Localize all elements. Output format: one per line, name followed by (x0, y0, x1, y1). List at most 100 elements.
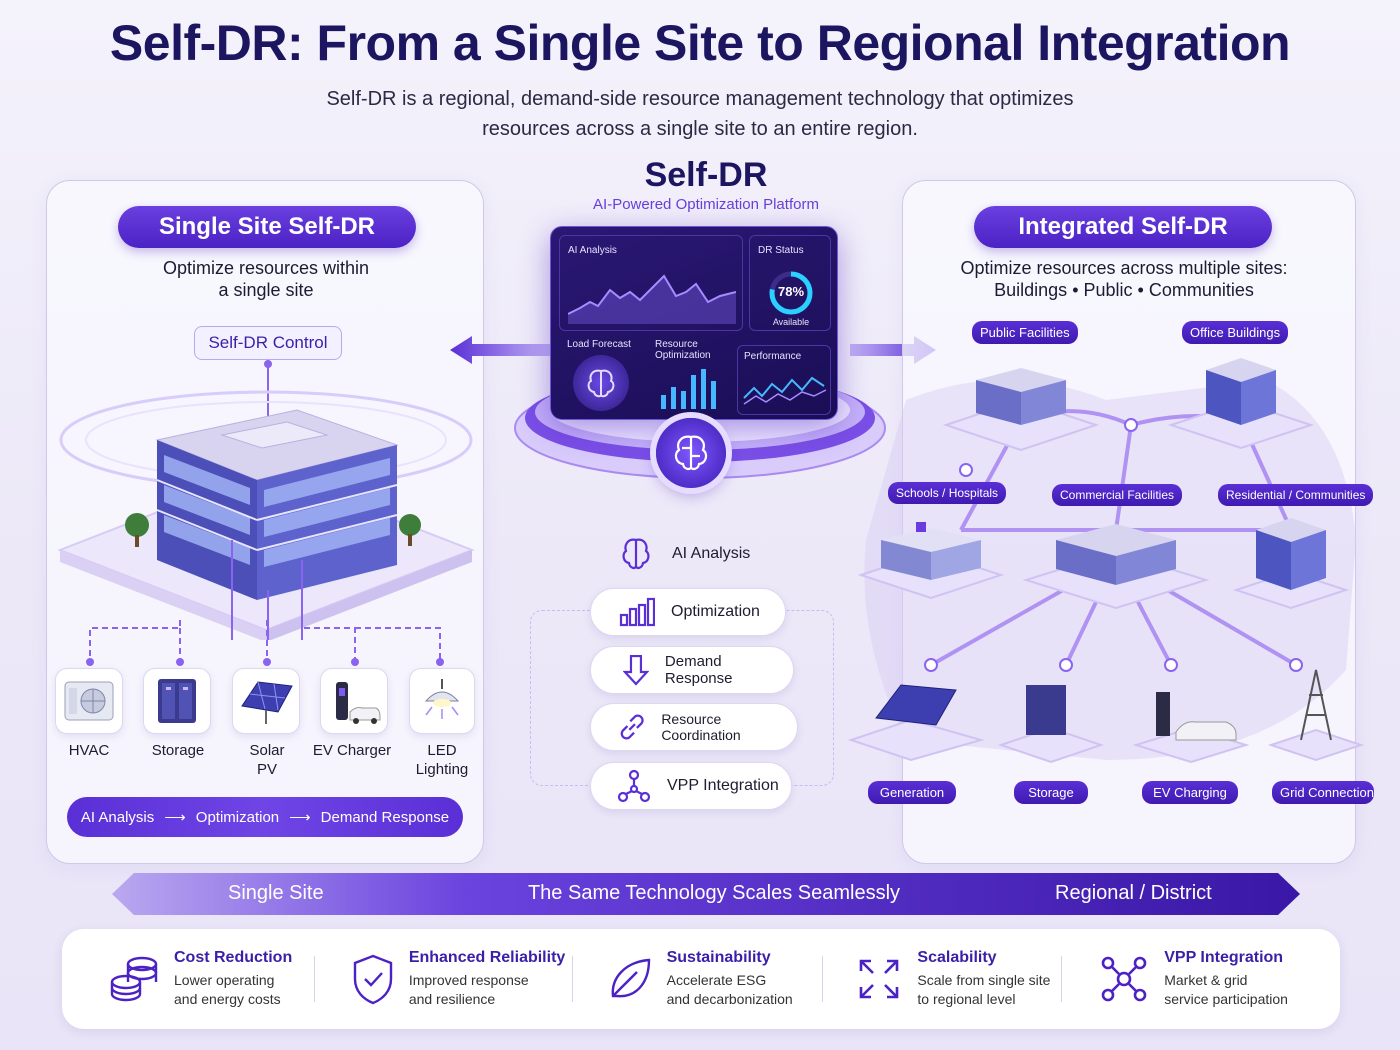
site-tag-schools-hospitals[interactable]: Schools / Hospitals (888, 482, 1007, 504)
brain-icon (656, 418, 726, 488)
load-forecast-panel: Load Forecast (559, 335, 643, 415)
benefit-scalability: Scalability Scale from single site to re… (823, 949, 1061, 1009)
benefit-divider (571, 956, 573, 1002)
single-site-description: Optimize resources within a single site (96, 257, 436, 301)
benefit-title-enhanced-reliability: Enhanced Reliability (408, 949, 566, 966)
benefit-text-scalability-1: Scale from single site (917, 972, 1051, 988)
link-icon (620, 714, 644, 740)
step-label-optimization: Optimization (671, 603, 760, 620)
benefit-text-vpp-integration-2: service participation (1164, 991, 1288, 1007)
single-site-heading: Single Site Self-DR (118, 206, 416, 248)
ai-analysis-panel: AI Analysis (559, 235, 743, 331)
device-label-hvac: HVAC (68, 742, 110, 759)
step-vpp-integration[interactable]: VPP Integration (590, 762, 792, 810)
brain-icon (573, 355, 629, 411)
device-label-led-lighting: LED Lighting (415, 742, 469, 778)
load-forecast-label: Load Forecast (567, 339, 631, 350)
benefit-enhanced-reliability: Enhanced Reliability Improved response a… (315, 949, 572, 1009)
leaf-icon (611, 958, 650, 998)
dr-status-sub: Available (772, 317, 810, 327)
storage-card[interactable] (143, 668, 211, 734)
arrow-left-icon (450, 336, 550, 364)
scale-bar-left: Single Site (228, 882, 324, 904)
device-label-solar-pv: Solar PV (249, 742, 285, 778)
coins-icon (110, 956, 158, 1002)
page-subtitle: Self-DR is a regional, demand-side resou… (250, 84, 1150, 144)
solar-panel-icon (241, 681, 293, 724)
dr-status-panel: DR Status 78% Available (749, 235, 831, 331)
subtitle-line-1: Self-DR is a regional, demand-side resou… (326, 88, 1074, 110)
benefit-cost-reduction: Cost Reduction Lower operating and energ… (62, 949, 314, 1009)
ai-analysis-line-chart (568, 274, 736, 324)
step-resource-coordination[interactable]: Resource Coordination (590, 703, 798, 751)
hvac-card[interactable] (55, 668, 123, 734)
dr-status-value: 78% (777, 284, 805, 299)
benefit-divider (822, 956, 824, 1002)
arrow-right-icon: ⟶ (164, 809, 186, 826)
resource-optimization-label: Resource Optimization (655, 339, 711, 361)
performance-line-chart (743, 376, 827, 405)
flow-step-ai-analysis: AI Analysis (80, 808, 155, 826)
resource-optimization-bar-chart (661, 369, 716, 409)
step-label-ai-analysis: AI Analysis (672, 545, 751, 562)
benefit-text-cost-reduction-2: and energy costs (174, 991, 281, 1007)
shield-check-icon (353, 954, 393, 1005)
hvac-icon (64, 681, 114, 721)
arrow-right-icon: ⟶ (289, 809, 311, 826)
benefit-text-scalability-2: to regional level (917, 991, 1016, 1007)
network-icon (617, 769, 651, 803)
site-tag-office-buildings[interactable]: Office Buildings (1182, 321, 1289, 344)
benefit-vpp-integration: VPP Integration Market & grid service pa… (1062, 949, 1340, 1009)
site-tag-public-facilities[interactable]: Public Facilities (972, 321, 1078, 344)
benefit-divider (1061, 956, 1063, 1002)
step-demand-response[interactable]: Demand Response (590, 646, 794, 694)
site-tag-commercial-facilities[interactable]: Commercial Facilities (1052, 484, 1183, 506)
self-dr-control-box[interactable]: Self-DR Control (194, 326, 342, 360)
step-ai-analysis[interactable]: AI Analysis (614, 530, 814, 578)
benefit-text-enhanced-reliability-2: and resilience (408, 991, 496, 1007)
center-title: Self-DR (644, 156, 768, 194)
device-label-storage: Storage (151, 742, 205, 759)
dr-status-label: DR Status (758, 245, 804, 256)
benefit-title-vpp-integration: VPP Integration (1164, 949, 1284, 966)
subtitle-line-2: resources across a single site to an ent… (482, 118, 918, 140)
integrated-desc-line-1: Optimize resources across multiple sites… (960, 258, 1288, 278)
brain-icon (622, 538, 650, 570)
benefit-title-cost-reduction: Cost Reduction (174, 949, 293, 966)
page-title: Self-DR: From a Single Site to Regional … (109, 15, 1291, 71)
integrated-desc-line-2: Buildings • Public • Communities (994, 280, 1254, 300)
benefit-sustainability: Sustainability Accelerate ESG and decarb… (573, 949, 823, 1009)
step-optimization[interactable]: Optimization (590, 588, 786, 636)
benefit-text-sustainability-2: and decarbonization (666, 991, 793, 1007)
led-lamp-icon (424, 679, 460, 719)
ev-charger-card[interactable] (320, 668, 388, 734)
bar-chart-icon (619, 597, 655, 627)
ai-analysis-panel-label: AI Analysis (568, 245, 617, 256)
flow-step-demand-response: Demand Response (320, 808, 450, 826)
solar-pv-card[interactable] (232, 668, 300, 734)
ev-charger-icon (336, 682, 381, 724)
scale-bar-right: Regional / District (1055, 882, 1212, 904)
benefit-text-enhanced-reliability-1: Improved response (408, 972, 529, 988)
benefit-text-vpp-integration-1: Market & grid (1164, 972, 1248, 988)
benefit-text-sustainability-1: Accelerate ESG (666, 972, 767, 988)
step-label-resource-coordination: Resource Coordination (661, 711, 741, 743)
resource-optimization-panel: Resource Optimization (647, 335, 733, 415)
resource-tag-storage[interactable]: Storage (1014, 781, 1088, 804)
step-label-vpp-integration: VPP Integration (667, 777, 779, 794)
single-site-desc-line-2: a single site (218, 280, 314, 300)
regional-network-illustration (847, 358, 1365, 764)
led-lighting-card[interactable] (409, 668, 475, 734)
site-tag-residential-communities[interactable]: Residential / Communities (1218, 484, 1374, 506)
center-subtitle: AI-Powered Optimization Platform (593, 196, 819, 213)
resource-tag-ev-charging[interactable]: EV Charging (1142, 781, 1238, 804)
resource-tag-generation[interactable]: Generation (868, 781, 956, 804)
device-label-ev-charger: EV Charger (312, 742, 392, 759)
single-site-building-illustration (57, 360, 475, 640)
performance-label: Performance (744, 351, 802, 362)
expand-icon (860, 959, 899, 999)
resource-tag-grid-connection[interactable]: Grid Connection (1272, 781, 1374, 804)
benefit-title-sustainability: Sustainability (666, 949, 771, 966)
integrated-heading: Integrated Self-DR (974, 206, 1272, 248)
steps-dashed-frame (530, 610, 834, 786)
